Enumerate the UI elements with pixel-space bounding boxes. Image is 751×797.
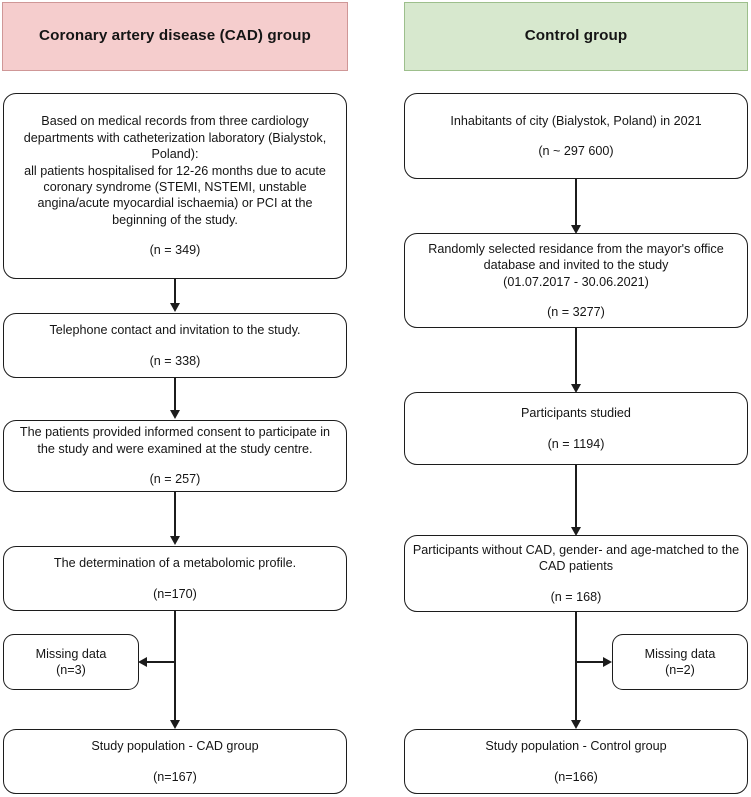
control-final-node: Study population - Control group (n=166): [404, 729, 748, 794]
cad-connector-1: [174, 279, 176, 309]
control-step1-body: Inhabitants of city (Bialystok, Poland) …: [450, 113, 702, 128]
control-exclusion-connector: [576, 661, 605, 663]
control-excluded-count: (n=2): [665, 663, 695, 677]
control-arrowhead-3: [570, 527, 581, 536]
control-step2-count: (n = 3277): [547, 304, 605, 319]
control-step2-body: Randomly selected residance from the may…: [428, 241, 724, 289]
control-connector-3: [575, 465, 577, 533]
control-step4-body: Participants without CAD, gender- and ag…: [412, 542, 740, 574]
cad-step2-body: Telephone contact and invitation to the …: [49, 323, 301, 338]
cad-final-count: (n=167): [153, 769, 197, 784]
control-excluded-node: Missing data (n=2): [612, 634, 748, 690]
cad-group-header-label: Coronary artery disease (CAD) group: [39, 27, 311, 45]
control-excluded-body: Missing data: [644, 646, 716, 661]
cad-exclusion-connector: [146, 661, 175, 663]
cad-arrowhead-3: [169, 536, 180, 545]
control-step1-node: Inhabitants of city (Bialystok, Poland) …: [404, 93, 748, 179]
control-arrowhead-2: [570, 384, 581, 393]
cad-arrowhead-4: [169, 720, 180, 729]
control-connector-2: [575, 328, 577, 390]
cad-step2-node: Telephone contact and invitation to the …: [3, 313, 347, 378]
control-final-count: (n=166): [554, 769, 598, 784]
cad-step1-body: Based on medical records from three card…: [23, 114, 327, 227]
control-connector-1: [575, 179, 577, 231]
cad-excluded-count: (n=3): [56, 663, 86, 677]
cad-step2-count: (n = 338): [149, 353, 201, 368]
control-group-header-label: Control group: [524, 27, 628, 45]
cad-step4-count: (n=170): [153, 586, 197, 601]
control-step3-body: Participants studied: [521, 406, 631, 421]
cad-step1-node: Based on medical records from three card…: [3, 93, 347, 279]
control-step1-count: (n ~ 297 600): [538, 144, 614, 158]
control-arrowhead-1: [570, 225, 581, 234]
cad-group-header: Coronary artery disease (CAD) group: [2, 2, 348, 71]
cad-excluded-node: Missing data (n=3): [3, 634, 139, 690]
control-connector-4: [575, 612, 577, 726]
cad-step3-count: (n = 257): [149, 472, 201, 487]
cad-arrowhead-2: [169, 410, 180, 419]
control-step3-node: Participants studied (n = 1194): [404, 392, 748, 465]
control-step4-node: Participants without CAD, gender- and ag…: [404, 535, 748, 612]
cad-exclusion-arrowhead: [138, 656, 147, 667]
cad-connector-4: [174, 611, 176, 726]
control-exclusion-arrowhead: [603, 656, 612, 667]
cad-connector-2: [174, 378, 176, 416]
cad-excluded-body: Missing data: [35, 646, 107, 661]
cad-step4-body: The determination of a metabolomic profi…: [53, 556, 297, 571]
cad-connector-3: [174, 492, 176, 542]
cad-arrowhead-1: [169, 303, 180, 312]
cad-final-node: Study population - CAD group (n=167): [3, 729, 347, 794]
cad-final-body: Study population - CAD group: [91, 739, 259, 754]
cad-step3-body: The patients provided informed consent t…: [19, 425, 331, 456]
cad-step3-node: The patients provided informed consent t…: [3, 420, 347, 492]
control-final-body: Study population - Control group: [485, 739, 667, 754]
control-arrowhead-4: [570, 720, 581, 729]
control-group-header: Control group: [404, 2, 748, 71]
control-step3-count: (n = 1194): [547, 436, 605, 451]
control-step4-count: (n = 168): [550, 589, 602, 604]
cad-step1-count: (n = 349): [149, 243, 201, 258]
control-step2-node: Randomly selected residance from the may…: [404, 233, 748, 328]
cad-step4-node: The determination of a metabolomic profi…: [3, 546, 347, 611]
